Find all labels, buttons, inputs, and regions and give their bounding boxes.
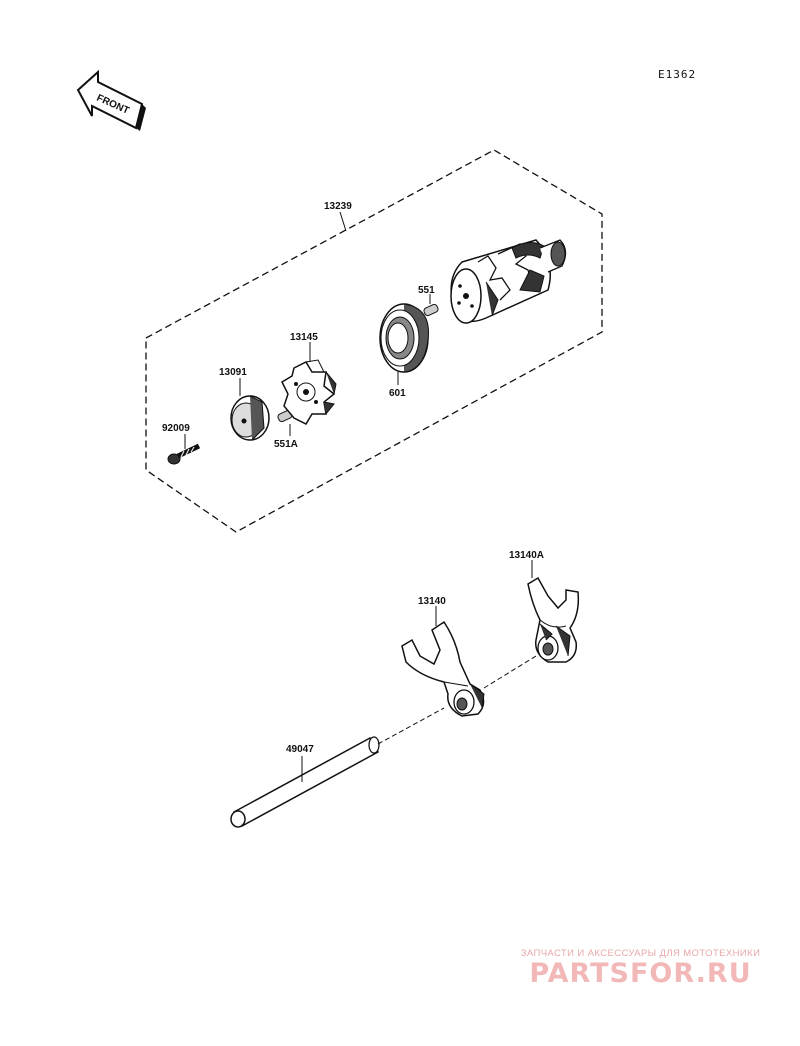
shift-drum-part (450, 239, 567, 324)
bearing-part (379, 303, 429, 373)
assembly-boundary (145, 149, 603, 533)
label-pin-small: 551A (274, 439, 298, 450)
pin-part (423, 303, 439, 317)
label-assembly: 13239 (324, 201, 352, 212)
fork-shaft-part (230, 655, 537, 828)
fork-right-part (527, 576, 580, 663)
label-screw: 92009 (162, 423, 190, 434)
drum-cam-part (281, 359, 337, 425)
screw-part (167, 443, 201, 465)
label-fork-left: 13140 (418, 596, 446, 607)
front-arrow-icon: FRONT (76, 69, 146, 131)
label-shaft: 49047 (286, 744, 314, 755)
watermark: ЗАПЧАСТИ И АКСЕССУАРЫ ДЛЯ МОТОТЕХНИКИ PA… (488, 948, 793, 989)
cover-plate-part (230, 395, 270, 441)
fork-left-part (401, 620, 485, 717)
diagram-code: E1362 (658, 68, 696, 81)
watermark-subtitle: ЗАПЧАСТИ И АКСЕССУАРЫ ДЛЯ МОТОТЕХНИКИ (520, 948, 761, 959)
watermark-brand: PARTSFOR.RU (529, 958, 752, 989)
label-pin: 551 (418, 285, 435, 296)
leader-assembly (339, 211, 347, 232)
label-bearing: 601 (389, 388, 406, 399)
label-drum-cam: 13145 (290, 332, 318, 343)
label-fork-right: 13140A (509, 550, 544, 561)
label-cover: 13091 (219, 367, 247, 378)
